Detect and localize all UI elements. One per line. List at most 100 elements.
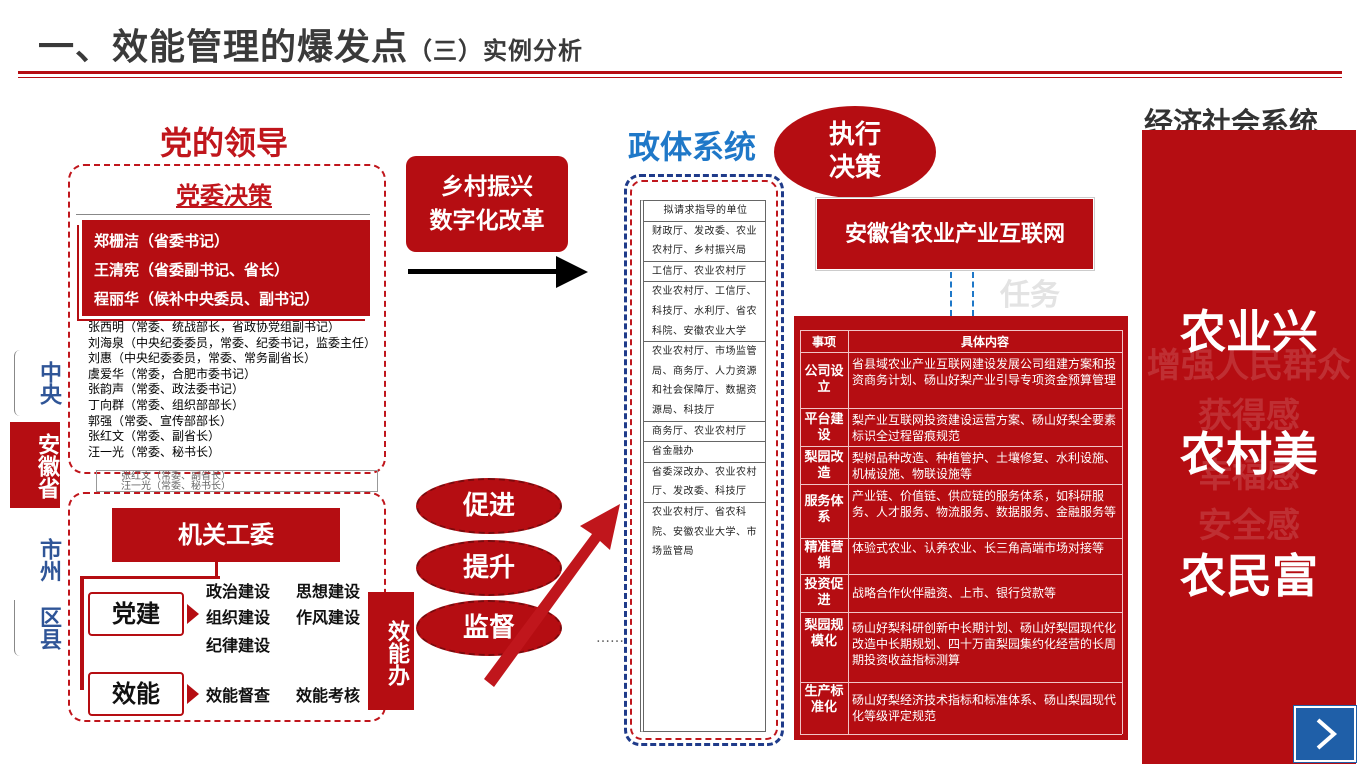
background-watermark-text: 任务 (1000, 278, 1060, 313)
gov-table-row: 农业农村厅、市场监管局、商务厅、人力资源和社会保障厅、数据资源局、科技厅 (644, 342, 765, 422)
table-header-key: 事项 (811, 335, 836, 349)
action-promote: 促进 (416, 478, 562, 534)
organ-connector (215, 562, 218, 578)
table-row-key: 梨园改造 (804, 450, 844, 481)
organ-connector-h (80, 576, 220, 579)
economy-faint-line: 获得感 (1198, 396, 1300, 436)
member-item: 刘海泉（中央纪委委员，常委、纪委书记，监委主任） (88, 335, 377, 350)
table-row-key: 平台建设 (804, 412, 844, 443)
table-row-value: 产业链、价值链、供应链的服务体系，如科研服务、人才服务、物流服务、数据服务、金融… (852, 489, 1117, 519)
table-row-value: 梨产业互联网投资建设运营方案、砀山好梨全要素标识全过程留痕规范 (852, 413, 1117, 443)
task-discipline: 纪律建设 (206, 636, 271, 655)
rural-revitalization-box: 乡村振兴 数字化改革 (406, 156, 568, 252)
title-rule (18, 71, 1342, 74)
gov-table-row: 省金融办 (644, 442, 765, 463)
task-efficiency-inspection: 效能督查 (206, 686, 271, 705)
goal-countryside: 农村美 (1180, 427, 1318, 481)
party-committee-box (68, 164, 386, 474)
member-echo-item: 张红文（常委、副省长） (121, 471, 231, 482)
task-work-style: 作风建设 (296, 608, 361, 627)
government-units-table: 拟请求指导的单位 财政厅、发改委、农业农村厅、乡村振兴局 工信厅、农业农村厅 农… (640, 200, 766, 732)
member-item: 汪一光（常委、秘书长） (88, 444, 221, 459)
tier-central: 中央 (14, 350, 62, 416)
organ-committee-label: 机关工委 (112, 508, 340, 562)
arrow-right-icon (408, 256, 588, 288)
agri-internet-box: 安徽省农业产业互联网 (816, 198, 1094, 270)
tier-county: 区县 (14, 600, 62, 656)
execute-line-1: 执行 (828, 120, 881, 150)
member-item: 丁向群（常委、组织部部长） (88, 397, 245, 412)
execute-line-2: 决策 (828, 153, 881, 183)
committee-heading: 党委决策 (176, 182, 272, 210)
leaders-box (82, 220, 370, 316)
goal-agriculture: 农业兴 (1180, 305, 1318, 359)
title-rule-thin (18, 77, 1342, 78)
table-row-key: 公司设立 (804, 364, 844, 395)
leader-2: 王清宪（省委副书记、省长） (94, 261, 290, 279)
task-political: 政治建设 (206, 582, 271, 601)
party-heading: 党的领导 (160, 124, 289, 162)
gov-table-row: 工信厅、农业农村厅 (644, 262, 765, 283)
triangle-right-icon (187, 604, 199, 624)
gov-table-row: 财政厅、发改委、农业农村厅、乡村振兴局 (644, 222, 765, 262)
action-improve: 提升 (416, 540, 562, 596)
title-subtitle: （三）实例分析 (408, 37, 584, 65)
gov-table-row: 农业农村厅、省农科院、安徽农业大学、市场监管局 (652, 506, 757, 558)
gov-table-header: 拟请求指导的单位 (644, 201, 765, 222)
ellipsis: …… (596, 630, 624, 646)
members-list: 张西明（常委、统战部长，省政协党组副书记） 刘海泉（中央纪委委员，常委、纪委书记… (88, 320, 384, 460)
member-item: 张西明（常委、统战部长，省政协党组副书记） (88, 320, 341, 334)
table-row-key: 生产标准化 (804, 684, 844, 715)
table-row-key: 梨园规模化 (804, 618, 844, 649)
efficiency-office-box: 效能办 (368, 592, 414, 710)
table-row-value: 砀山好梨科研创新中长期计划、砀山好梨园现代化改造中长期规划、四十万亩梨园集约化经… (852, 621, 1117, 667)
chevron-right-icon (1316, 718, 1338, 750)
member-echo-item: 汪一光（常委、秘书长） (121, 481, 231, 492)
government-outer-frame (624, 174, 784, 746)
table-row-value: 体验式农业、认养农业、长三角高端市场对接等 (852, 541, 1105, 555)
dashed-connector (950, 272, 974, 316)
next-slide-button[interactable] (1294, 706, 1356, 762)
tier-city: 市州 (36, 538, 61, 582)
member-item: 张韵声（常委、政法委书记） (88, 382, 245, 397)
table-row-value: 战略合作伙伴融资、上市、银行贷款等 (852, 586, 1057, 600)
content-table: 事项 具体内容 公司设立 省县域农业产业互联网建设发展公司组建方案和投资商务计划… (794, 316, 1128, 740)
organ-connector-v (80, 578, 84, 690)
task-efficiency-assessment: 效能考核 (296, 686, 361, 705)
gov-table-row: 商务厅、农业农村厅 (644, 422, 765, 443)
member-item: 刘惠（中央纪委委员，常委、常务副省长） (88, 351, 317, 366)
member-item: 虞爱华（常委，合肥市委书记） (88, 366, 257, 381)
government-heading: 政体系统 (628, 128, 757, 166)
table-row-key: 精准营销 (804, 540, 844, 571)
government-inner-frame (630, 180, 778, 740)
table-row-value: 砀山好梨经济技术指标和标准体系、砀山梨园现代化等级评定规范 (852, 693, 1117, 723)
committee-divider (76, 214, 370, 215)
table-header-value: 具体内容 (960, 335, 1009, 349)
triangle-right-icon (187, 684, 199, 704)
table-row-key: 投资促进 (804, 577, 844, 608)
leader-1: 郑栅洁（省委书记） (94, 232, 230, 250)
leader-3: 程丽华（候补中央委员、副书记） (94, 290, 320, 308)
economy-faint-line: 幸福感 (1198, 456, 1300, 496)
gov-table-row: 农业农村厅、工信厅、科技厅、水利厅、省农科院、安徽农业大学 (644, 282, 765, 343)
economy-faint-line: 增强人民群众 (1147, 346, 1351, 386)
task-organizational: 组织建设 (206, 608, 271, 627)
goal-farmers: 农民富 (1180, 549, 1318, 603)
tier-province: 安徽省 (10, 422, 60, 508)
members-echo: 张红文（常委、副省长） 汪一光（常委、秘书长） (96, 470, 378, 492)
party-building-button[interactable]: 党建 (88, 592, 184, 636)
gov-table-row: 省委深改办、农业农村厅、发改委、科技厅 (644, 463, 765, 503)
title-main: 一、效能管理的爆发点 (38, 27, 409, 68)
task-ideological: 思想建设 (296, 582, 361, 601)
member-item: 郭强（常委、宣传部部长） (88, 413, 233, 428)
table-row-value: 梨树品种改造、种植管护、土壤修复、水利设施、机械设施、物联设施等 (852, 451, 1117, 481)
table-row-value: 省县域农业产业互联网建设发展公司组建方案和投资商务计划、砀山好梨产业引导专项资金… (852, 357, 1117, 387)
efficiency-button[interactable]: 效能 (88, 672, 184, 716)
rural-line-1: 乡村振兴 (441, 174, 533, 200)
table-row-key: 服务体系 (804, 494, 844, 525)
execute-decision-bubble: 执行 决策 (774, 106, 936, 198)
rural-line-2: 数字化改革 (429, 208, 545, 234)
economy-faint-line: 安全感 (1198, 506, 1300, 546)
page-title: 一、效能管理的爆发点（三）实例分析 (38, 18, 583, 70)
member-item: 张红文（常委、副省长） (88, 429, 221, 444)
